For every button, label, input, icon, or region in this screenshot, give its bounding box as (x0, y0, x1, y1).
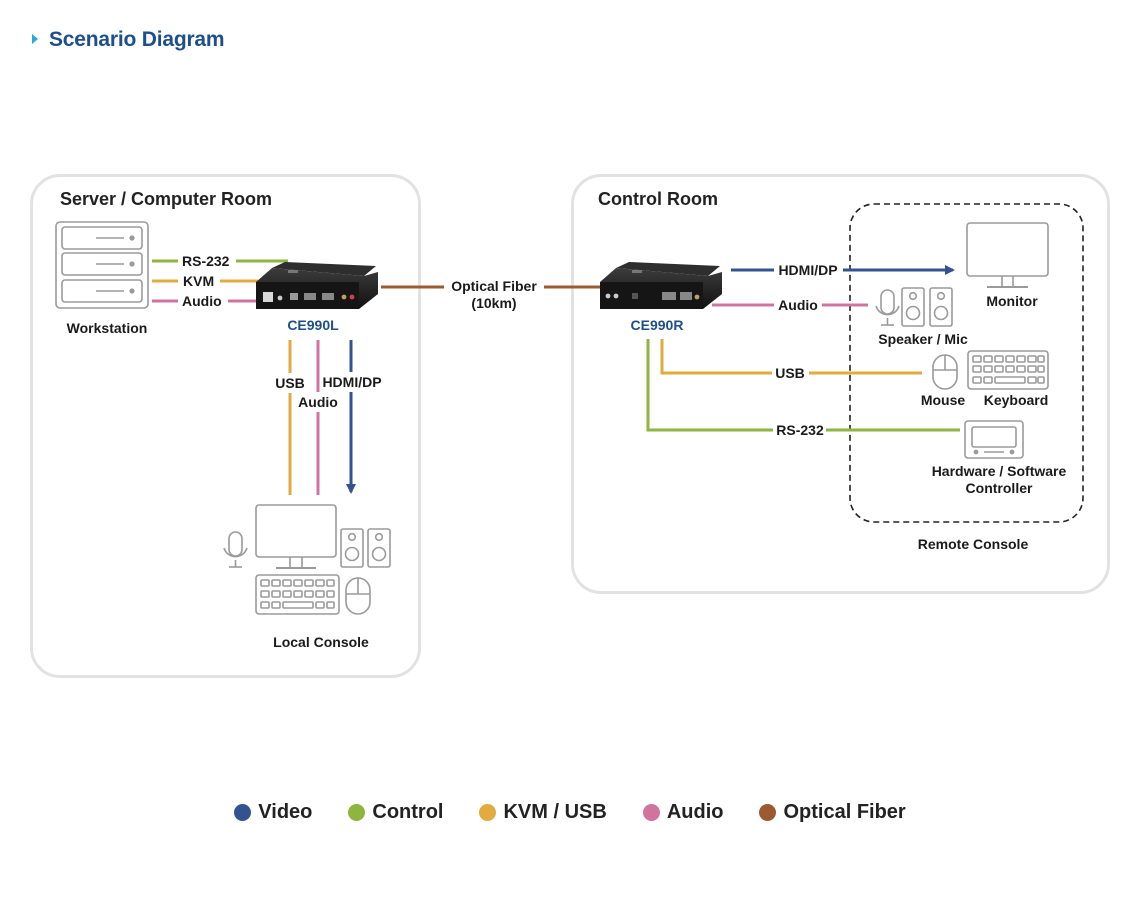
rs232-right-line-a (646, 339, 773, 432)
legend-dot-kvm-usb-icon (479, 804, 497, 821)
rs232-left-label: RS-232 (182, 253, 230, 269)
controller-label-line2: Controller (966, 480, 1033, 496)
controller-label-line1: Hardware / Software (932, 463, 1067, 479)
remote-console-region (849, 203, 1084, 523)
local-speakers-icon (340, 528, 391, 568)
keyboard-label: Keyboard (984, 392, 1049, 408)
legend-dot-optical-fiber-icon (759, 804, 777, 821)
usb-down-label: USB (275, 375, 305, 391)
ce990r-device-icon (600, 262, 722, 309)
control-room-title: Control Room (598, 189, 718, 209)
rs232-right-label: RS-232 (776, 422, 824, 438)
local-console-icon (223, 504, 391, 615)
remote-mouse-icon (932, 354, 958, 390)
mouse-label: Mouse (921, 392, 966, 408)
remote-keyboard-icon (967, 350, 1049, 390)
local-monitor-icon (255, 504, 337, 569)
local-mic-icon (223, 531, 248, 568)
hdmi-down-label: HDMI/DP (322, 374, 381, 390)
legend-label-control: Control (372, 801, 444, 823)
workstation-icon (55, 221, 149, 309)
page-title: Scenario Diagram (49, 28, 225, 51)
speaker-mic-label: Speaker / Mic (878, 331, 968, 347)
server-room-title: Server / Computer Room (60, 189, 273, 209)
legend-item-kvm-usb: KVM / USB (479, 801, 607, 824)
audio-down-label: Audio (298, 394, 338, 410)
legend-item-optical-fiber: Optical Fiber (759, 801, 906, 824)
local-console-label: Local Console (273, 634, 369, 650)
legend-dot-audio-icon (642, 804, 660, 821)
header-arrow-icon (32, 34, 38, 44)
legend: Video Control KVM / USB Audio Optical Fi… (0, 801, 1140, 824)
audio-right-label: Audio (778, 297, 818, 313)
monitor-label: Monitor (986, 293, 1038, 309)
fiber-label-line1: Optical Fiber (451, 278, 537, 294)
ce990l-device-icon (256, 262, 378, 309)
legend-label-kvm-usb: KVM / USB (503, 801, 607, 823)
legend-dot-video-icon (234, 804, 252, 821)
header: Scenario Diagram (32, 28, 225, 52)
legend-dot-control-icon (348, 804, 366, 821)
remote-monitor-icon (966, 222, 1049, 288)
local-keyboard-icon (255, 574, 340, 615)
workstation-label: Workstation (67, 320, 148, 336)
legend-label-optical-fiber: Optical Fiber (783, 801, 906, 823)
controller-icon (964, 420, 1024, 459)
remote-console-label: Remote Console (918, 536, 1029, 552)
hdmi-right-label: HDMI/DP (778, 262, 837, 278)
legend-item-video: Video (234, 801, 312, 824)
audio-left-label: Audio (182, 293, 222, 309)
legend-item-audio: Audio (642, 801, 724, 824)
remote-speaker-mic-icon (875, 287, 953, 327)
ce990r-label: CE990R (631, 317, 684, 333)
usb-right-line-a (660, 339, 772, 375)
local-mouse-icon (345, 577, 371, 615)
legend-label-video: Video (258, 801, 313, 823)
legend-item-control: Control (348, 801, 443, 824)
ce990l-label: CE990L (287, 317, 339, 333)
kvm-left-label: KVM (183, 273, 214, 289)
usb-right-label: USB (775, 365, 805, 381)
fiber-label-line2: (10km) (471, 295, 516, 311)
legend-label-audio: Audio (666, 801, 724, 823)
